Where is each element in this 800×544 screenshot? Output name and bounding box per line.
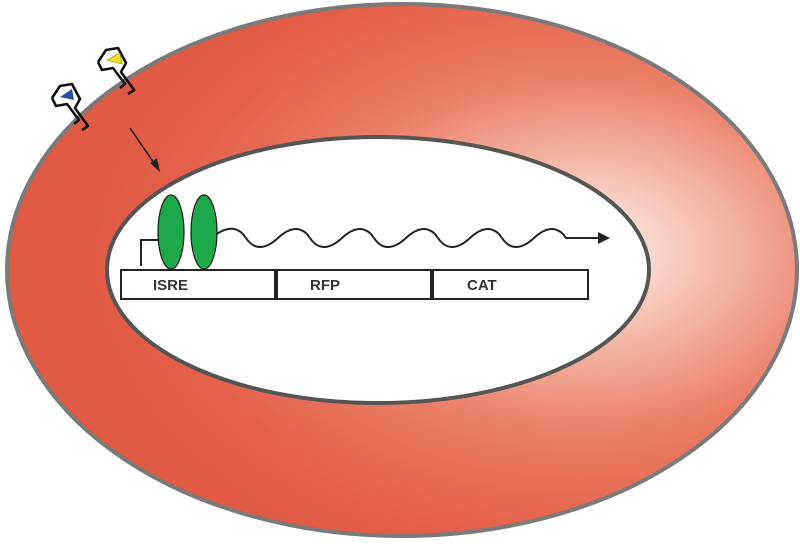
segment-cat-box bbox=[432, 269, 589, 300]
reporter-construct: ISRE RFP CAT bbox=[120, 269, 589, 300]
segment-isre-box bbox=[120, 269, 276, 300]
signal-arrow-icon bbox=[129, 127, 160, 172]
ligand-triangle-blue-icon bbox=[60, 89, 74, 100]
transcription-factor-icon bbox=[190, 194, 218, 270]
segment-rfp-box bbox=[276, 269, 432, 300]
segment-divider bbox=[274, 270, 278, 299]
segment-label-cat: CAT bbox=[467, 277, 497, 294]
segment-label-isre: ISRE bbox=[153, 277, 188, 294]
transcription-factor-icon bbox=[157, 194, 185, 270]
segment-divider bbox=[430, 270, 434, 299]
mrna-wave-icon bbox=[213, 227, 600, 248]
receptor-blue-icon bbox=[50, 82, 90, 132]
ligand-triangle-yellow-icon bbox=[106, 52, 123, 65]
segment-label-rfp: RFP bbox=[310, 277, 340, 294]
transcript-arrow-head-icon bbox=[598, 232, 610, 244]
receptor-yellow-icon bbox=[96, 46, 136, 96]
promoter-arrow-icon bbox=[140, 239, 166, 266]
